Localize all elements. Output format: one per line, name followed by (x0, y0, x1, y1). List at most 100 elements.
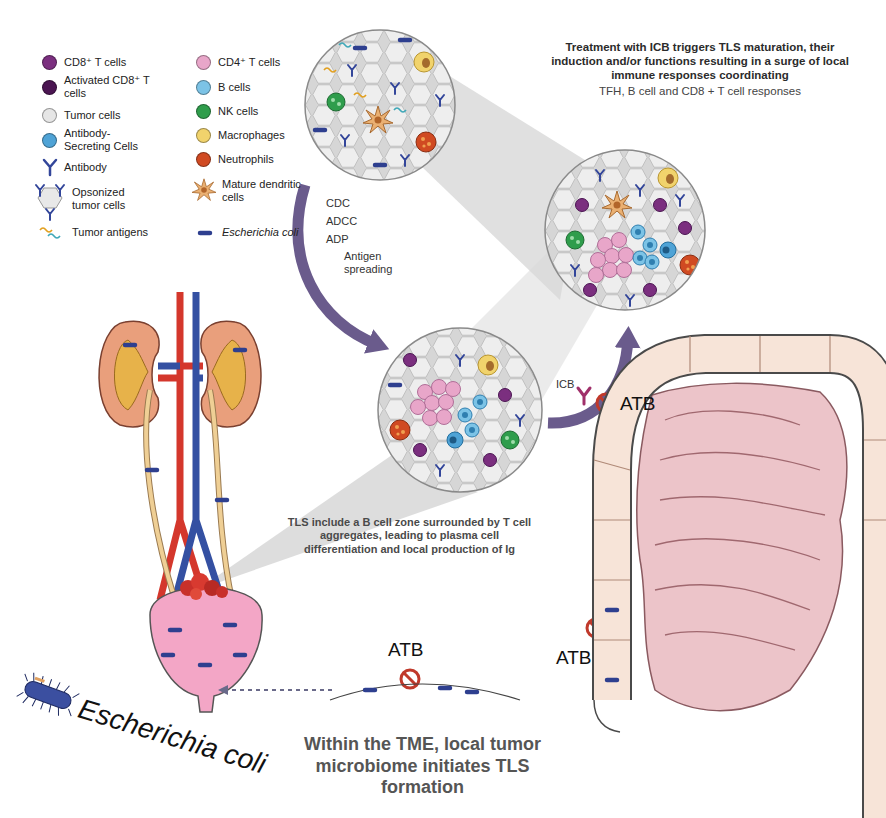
legend-swatch (42, 133, 57, 148)
intestine-illustration-part (655, 411, 825, 650)
zoom-circle-part (545, 150, 705, 310)
zoom-circle-part-part (458, 408, 472, 422)
zoom-circle-part-part (499, 389, 512, 402)
legend-sample-part (40, 228, 52, 232)
annotation-text: TFH, B cell and CD8 + T cell responses (540, 84, 860, 98)
bacterium-icon-part (15, 670, 80, 720)
zoom-circle-part-part (612, 233, 627, 248)
zoom-circle-part-part (501, 431, 519, 449)
zoom-circle-part-part (400, 40, 410, 41)
mechanism-label: ADP (326, 233, 349, 246)
zoom-circle-part-part (660, 242, 676, 258)
lumen-illustration-part (440, 688, 450, 689)
zoom-circle-part-part (658, 168, 678, 188)
mechanism-label: CDC (326, 197, 350, 210)
annotation-text: Treatment with ICB triggers TLS maturati… (540, 40, 860, 82)
zoom-circle-part (566, 168, 700, 306)
legend-label: Macrophages (218, 129, 285, 142)
prohibition-sign-part (404, 673, 416, 685)
intestine-illustration (560, 336, 886, 818)
zoom-circle-part-part (617, 263, 632, 278)
organism-label: Escherichia coli (74, 692, 270, 782)
legend-label: B cells (218, 81, 250, 94)
zoom-circle-part-part (446, 382, 461, 397)
intestine-illustration-part (612, 354, 882, 818)
legend-swatch (196, 80, 211, 95)
urinary-illustration-part (235, 655, 245, 656)
drug-label: ATB (388, 638, 424, 661)
zoom-circle-part-part (327, 93, 345, 111)
zoom-circle-part-part (436, 465, 444, 476)
mechanism-label: ADCC (326, 215, 357, 228)
legend-label: CD8⁺ T cells (64, 56, 126, 69)
legend-sample-part (48, 234, 60, 238)
drug-label: ATB (620, 392, 656, 415)
bacterium-icon (15, 670, 80, 720)
intestine-illustration-part (607, 680, 617, 681)
zoom-circle-part-part (596, 170, 604, 181)
zoom-circle-part-part (478, 355, 498, 375)
zoom-circle-part-part (644, 284, 657, 297)
zoom-circle-part-part (576, 199, 589, 212)
zoom-circle-part-part (425, 396, 440, 411)
zoom-circle-part-part (375, 165, 385, 166)
legend-sample-part (56, 185, 64, 196)
zoom-circle-part (378, 328, 542, 492)
zoom-circle-part-part (423, 411, 438, 426)
lumen-illustration-part (222, 689, 332, 691)
zoom-circle-part-part (465, 423, 479, 437)
prohibition-sign-part (401, 670, 419, 688)
zoom-circle-part (305, 30, 455, 180)
zoom-circle-part-part (636, 185, 644, 196)
zoom-circle-part-part (339, 43, 351, 47)
legend-label: NK cells (218, 105, 258, 118)
zoom-circle-part-part (603, 263, 618, 278)
zoom-circle-part-part (571, 265, 579, 276)
zoom-circle-part-part (589, 268, 604, 283)
zoom-circle-part-part (341, 135, 349, 146)
urinary-illustration-part (210, 390, 232, 600)
urinary-illustration-part (201, 321, 261, 427)
urinary-illustration-part (114, 340, 148, 410)
urinary-illustration-part (210, 390, 232, 600)
urinary-illustration-part-part (212, 340, 246, 410)
zoom-circle-part-part (354, 93, 366, 97)
zoom-circle-part (315, 40, 444, 166)
urinary-illustration-part (225, 625, 235, 626)
legend-swatch (42, 108, 57, 123)
zoom-circle-part-part (391, 83, 399, 94)
zoom-circle-part-part (447, 432, 463, 448)
zoom-circle-part-part (619, 248, 634, 263)
zoom-circle-part-part (414, 52, 434, 72)
bacterium-icon-part (23, 679, 74, 710)
zoom-circle-part-part (401, 155, 409, 166)
zoom-circle (378, 328, 542, 492)
zoom-circle-part-part (645, 255, 659, 269)
lumen-illustration-part (330, 684, 520, 700)
lumen-illustration-part (365, 690, 375, 691)
drug-label: ICB (556, 378, 574, 391)
legend-label: Neutrophils (218, 153, 274, 166)
legend-swatch (196, 152, 211, 167)
intestine-illustration-part (607, 610, 617, 611)
legend-sample-part (192, 179, 216, 201)
zoom-circle-part-part (414, 444, 427, 457)
legend-swatch (196, 55, 211, 70)
legend-sample-part-part (192, 179, 216, 201)
intestine-illustration-part (637, 383, 847, 710)
lumen-illustration-part (467, 692, 477, 693)
legend-label: Tumor antigens (72, 226, 148, 239)
intestine-illustration-part (612, 354, 882, 818)
legend-label: Escherichia coli (222, 226, 298, 239)
legend-sample-part (36, 185, 44, 196)
legend-sample-part (200, 233, 210, 234)
legend-swatch (42, 55, 57, 70)
zoom-circle-part-part (584, 284, 597, 297)
zoom-circle-part-part (394, 108, 406, 112)
urinary-illustration-part (190, 588, 202, 600)
zoom-circle-part-part (315, 130, 325, 131)
urinary-illustration-part-part (201, 321, 261, 427)
urinary-illustration-part (125, 345, 135, 346)
